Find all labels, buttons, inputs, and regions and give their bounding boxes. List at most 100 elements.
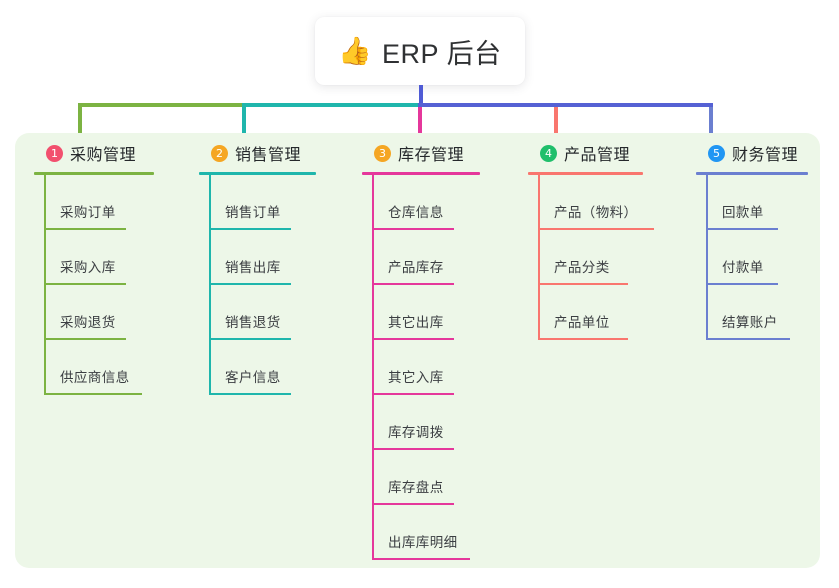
branch-item-label: 供应商信息: [60, 370, 130, 385]
branch-item-label: 销售订单: [225, 205, 281, 220]
branch-item-list: 仓库信息产品库存其它出库其它入库库存调拨库存盘点出库库明细: [362, 175, 522, 560]
branch-item[interactable]: 其它出库: [362, 285, 522, 340]
branch-item[interactable]: 付款单: [696, 230, 821, 285]
branch-item-underline: [209, 338, 291, 340]
branch-column-3: 3 库存管理仓库信息产品库存其它出库其它入库库存调拨库存盘点出库库明细: [362, 139, 522, 560]
branch-item-underline: [372, 448, 454, 450]
branch-item-underline: [44, 283, 126, 285]
branch-header-3[interactable]: 3 库存管理: [362, 139, 522, 167]
branch-item-label: 付款单: [722, 260, 764, 275]
branch-item-label: 采购退货: [60, 315, 116, 330]
branch-item[interactable]: 回款单: [696, 175, 821, 230]
branch-item-underline: [372, 338, 454, 340]
branch-index-badge: 1: [46, 144, 63, 162]
branch-index-badge: 3: [374, 144, 391, 162]
root-node-title: ERP 后台: [382, 38, 502, 69]
branch-underline: [199, 172, 316, 175]
branch-title: 库存管理: [398, 147, 465, 164]
branch-item[interactable]: 仓库信息: [362, 175, 522, 230]
branch-item-underline: [706, 228, 778, 230]
branch-index-badge: 4: [540, 144, 557, 162]
branch-item[interactable]: 客户信息: [199, 340, 351, 395]
branch-item-underline: [538, 283, 628, 285]
branch-item[interactable]: 销售订单: [199, 175, 351, 230]
branch-title: 财务管理: [732, 147, 799, 164]
branch-item-underline: [538, 338, 628, 340]
drop-line-1: [78, 107, 82, 139]
branch-underline: [362, 172, 480, 175]
branch-item-label: 其它入库: [388, 370, 444, 385]
drop-line-3: [418, 107, 422, 139]
branch-item[interactable]: 结算账户: [696, 285, 821, 340]
branch-item-label: 回款单: [722, 205, 764, 220]
drop-line-4: [554, 107, 558, 139]
branch-column-2: 2 销售管理销售订单销售出库销售退货客户信息: [199, 139, 351, 395]
branch-item-label: 产品库存: [388, 260, 444, 275]
branch-item-list: 回款单付款单结算账户: [696, 175, 821, 340]
branch-item-underline: [44, 228, 126, 230]
branch-item[interactable]: 产品库存: [362, 230, 522, 285]
branch-column-5: 5 财务管理回款单付款单结算账户: [696, 139, 821, 340]
branch-item-label: 库存盘点: [388, 480, 444, 495]
branch-item-label: 其它出库: [388, 315, 444, 330]
branch-index-badge: 5: [708, 144, 725, 162]
drop-line-5: [709, 107, 713, 139]
branch-index-badge: 2: [211, 144, 228, 162]
branch-item-list: 销售订单销售出库销售退货客户信息: [199, 175, 351, 395]
branch-item-label: 客户信息: [225, 370, 281, 385]
branch-item[interactable]: 其它入库: [362, 340, 522, 395]
branch-header-2[interactable]: 2 销售管理: [199, 139, 351, 167]
branch-item-underline: [209, 228, 291, 230]
branch-item-label: 销售退货: [225, 315, 281, 330]
branch-item-underline: [706, 338, 790, 340]
branch-underline: [696, 172, 808, 175]
branch-title: 采购管理: [70, 147, 137, 164]
branch-item-underline: [44, 393, 142, 395]
branch-spine: [44, 175, 46, 395]
branch-header-1[interactable]: 1 采购管理: [34, 139, 186, 167]
bus-segment-2: [242, 103, 422, 107]
branch-item[interactable]: 产品单位: [528, 285, 693, 340]
drop-line-2: [242, 107, 246, 139]
branch-item[interactable]: 采购入库: [34, 230, 186, 285]
bus-segment-3: [418, 103, 713, 107]
branch-underline: [34, 172, 154, 175]
branch-item[interactable]: 库存调拨: [362, 395, 522, 450]
branch-item-list: 产品（物料） 产品分类产品单位: [528, 175, 693, 340]
bus-segment-1: [78, 103, 246, 107]
branch-item[interactable]: 库存盘点: [362, 450, 522, 505]
branch-item-underline: [372, 283, 454, 285]
branch-header-5[interactable]: 5 财务管理: [696, 139, 821, 167]
branch-item-underline: [538, 228, 654, 230]
branch-item-label: 产品单位: [554, 315, 610, 330]
branch-item-underline: [44, 338, 126, 340]
branch-column-1: 1 采购管理采购订单采购入库采购退货供应商信息: [34, 139, 186, 395]
branch-item-label: 销售出库: [225, 260, 281, 275]
branch-spine: [538, 175, 540, 340]
branch-item[interactable]: 销售退货: [199, 285, 351, 340]
branch-item[interactable]: 产品（物料）: [528, 175, 693, 230]
branch-title: 销售管理: [235, 147, 302, 164]
root-connector-stem: [419, 85, 423, 106]
branch-item[interactable]: 产品分类: [528, 230, 693, 285]
branch-item[interactable]: 出库库明细: [362, 505, 522, 560]
branch-item[interactable]: 供应商信息: [34, 340, 186, 395]
branch-item-underline: [209, 283, 291, 285]
branch-underline: [528, 172, 643, 175]
branch-item[interactable]: 采购订单: [34, 175, 186, 230]
branch-item-underline: [372, 393, 454, 395]
branch-item-label: 采购入库: [60, 260, 116, 275]
branch-item-label: 仓库信息: [388, 205, 444, 220]
branch-item-label: 产品分类: [554, 260, 610, 275]
branch-item-underline: [209, 393, 291, 395]
branch-item-label: 产品（物料）: [554, 205, 638, 220]
branch-item-label: 库存调拨: [388, 425, 444, 440]
branch-item[interactable]: 采购退货: [34, 285, 186, 340]
branches-panel: [15, 133, 820, 568]
root-node-erp-backend[interactable]: 👍 ERP 后台: [315, 17, 525, 85]
branch-item[interactable]: 销售出库: [199, 230, 351, 285]
branch-item-underline: [372, 503, 454, 505]
